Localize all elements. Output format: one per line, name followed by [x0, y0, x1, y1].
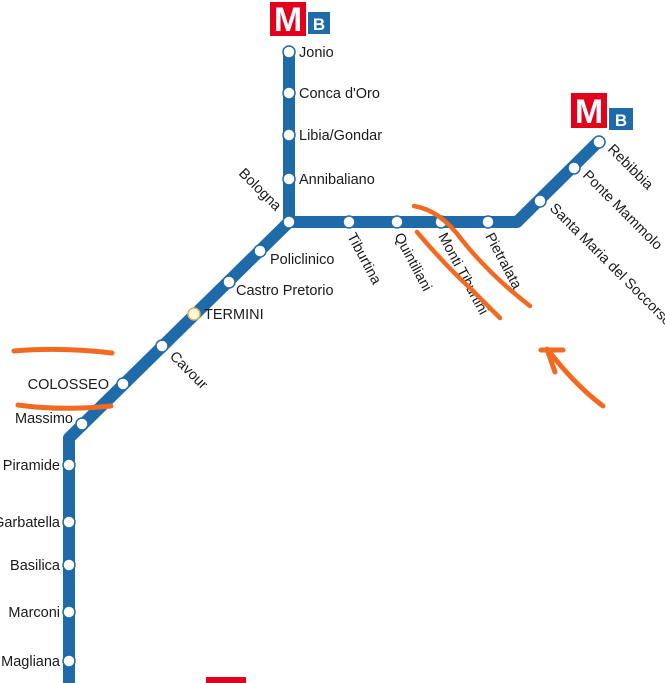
- orange-annotations: [11, 203, 606, 411]
- station-dot-circo-massimo: [75, 417, 89, 431]
- label-santa-maria-del-soccorso: Santa Maria del Soccorso: [546, 201, 665, 330]
- station-dot-santa-maria-del-soccorso: [533, 194, 547, 208]
- label-piramide: Piramide: [3, 458, 60, 474]
- svg-text:M: M: [274, 1, 302, 39]
- station-dot-jonio: [282, 45, 296, 59]
- station-dot-tiburtina: [342, 215, 356, 229]
- station-dot-marconi: [62, 605, 76, 619]
- station-dot-magliana: [62, 654, 76, 668]
- label-tiburtina: Tiburtina: [343, 230, 384, 288]
- station-dot-castro-pretorio: [222, 275, 236, 289]
- label-rebibbia: Rebibbia: [604, 142, 656, 194]
- line-b-track: [63, 52, 603, 683]
- label-conca-doro: Conca d'Oro: [299, 86, 380, 102]
- underline-above-colosseo: [11, 346, 115, 356]
- label-cavour: Cavour: [166, 349, 210, 393]
- station-dot-bologna: [282, 215, 296, 229]
- underline-below-colosseo: [15, 402, 114, 411]
- label-marconi: Marconi: [8, 605, 60, 621]
- station-dot-ponte-mammolo: [567, 161, 581, 175]
- label-castro-pretorio: Castro Pretorio: [236, 283, 334, 299]
- station-dot-basilica: [62, 558, 76, 572]
- station-dot-colosseo: [116, 377, 130, 391]
- label-quintiliani: Quintiliani: [390, 230, 434, 294]
- label-annibaliano: Annibaliano: [299, 172, 375, 188]
- metro-logo-bottom-partial: [206, 677, 246, 683]
- label-libia-gondar: Libia/Gondar: [299, 128, 382, 144]
- stroke-monti-tiburtini-lower: [414, 229, 503, 321]
- station-dot-annibaliano: [282, 172, 296, 186]
- stroke-monti-tiburtini-upper: [411, 203, 533, 309]
- label-magliana: Magliana: [1, 654, 61, 670]
- station-dot-conca-doro: [282, 86, 296, 100]
- station-dot-libia-gondar: [282, 128, 296, 142]
- arrow-head: [538, 346, 566, 375]
- label-basilica: Basilica: [10, 558, 61, 574]
- station-dot-garbatella: [62, 515, 76, 529]
- metro-logo-rebibbia: M B: [571, 93, 633, 131]
- metro-logo-top: M B: [270, 1, 330, 39]
- label-colosseo: COLOSSEO: [28, 377, 109, 393]
- station-dot-rebibbia: [592, 135, 606, 149]
- label-garbatella: Garbatella: [0, 515, 61, 531]
- label-jonio: Jonio: [299, 45, 334, 61]
- label-bologna: Bologna: [235, 166, 285, 216]
- station-dot-quintiliani: [390, 215, 404, 229]
- svg-text:B: B: [615, 111, 627, 130]
- station-dot-piramide: [62, 458, 76, 472]
- label-circo-massimo: Massimo: [15, 411, 73, 427]
- station-dot-pietralata: [481, 215, 495, 229]
- station-dot-termini: [187, 307, 201, 321]
- station-markers: [62, 45, 606, 668]
- svg-text:M: M: [575, 93, 603, 131]
- arrow-pointing-monti-tiburtini: [545, 347, 606, 409]
- label-termini: TERMINI: [204, 307, 264, 323]
- station-dot-policlinico: [253, 244, 267, 258]
- station-dot-cavour: [155, 339, 169, 353]
- svg-text:B: B: [313, 15, 325, 34]
- label-policlinico: Policlinico: [270, 252, 334, 268]
